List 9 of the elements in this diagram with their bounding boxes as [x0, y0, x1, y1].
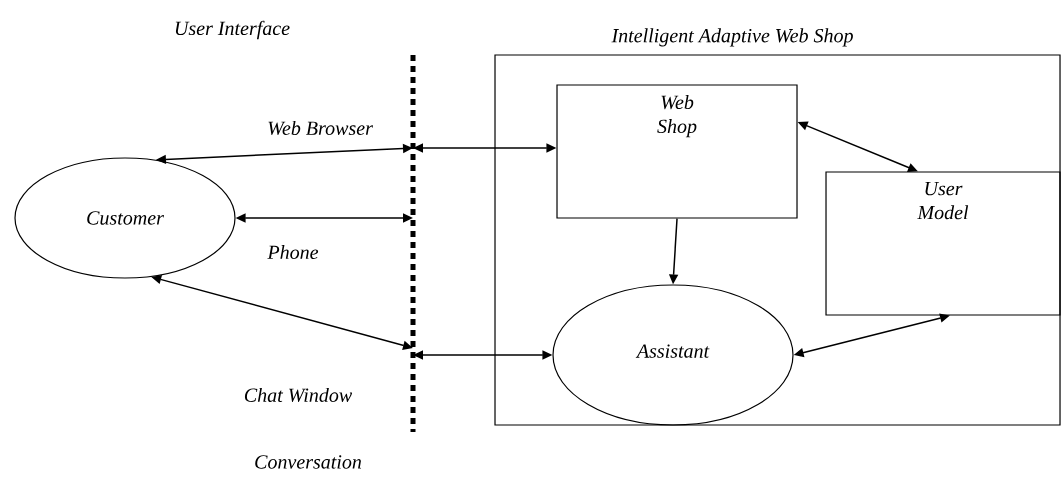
process-box: User Model: [825, 171, 1061, 316]
section-label: User Interface: [175, 20, 290, 40]
process-box: Web Shop: [556, 84, 798, 219]
section-label: Conversation: [255, 455, 362, 469]
edge-label: Phone: [266, 243, 320, 261]
box-heading: Intelligent Adaptive Web Shop: [611, 28, 853, 47]
dotted-divider-line: [410, 55, 416, 432]
edge-label: Chat Window: [242, 386, 354, 404]
edge-label: Web Browser: [266, 119, 374, 137]
